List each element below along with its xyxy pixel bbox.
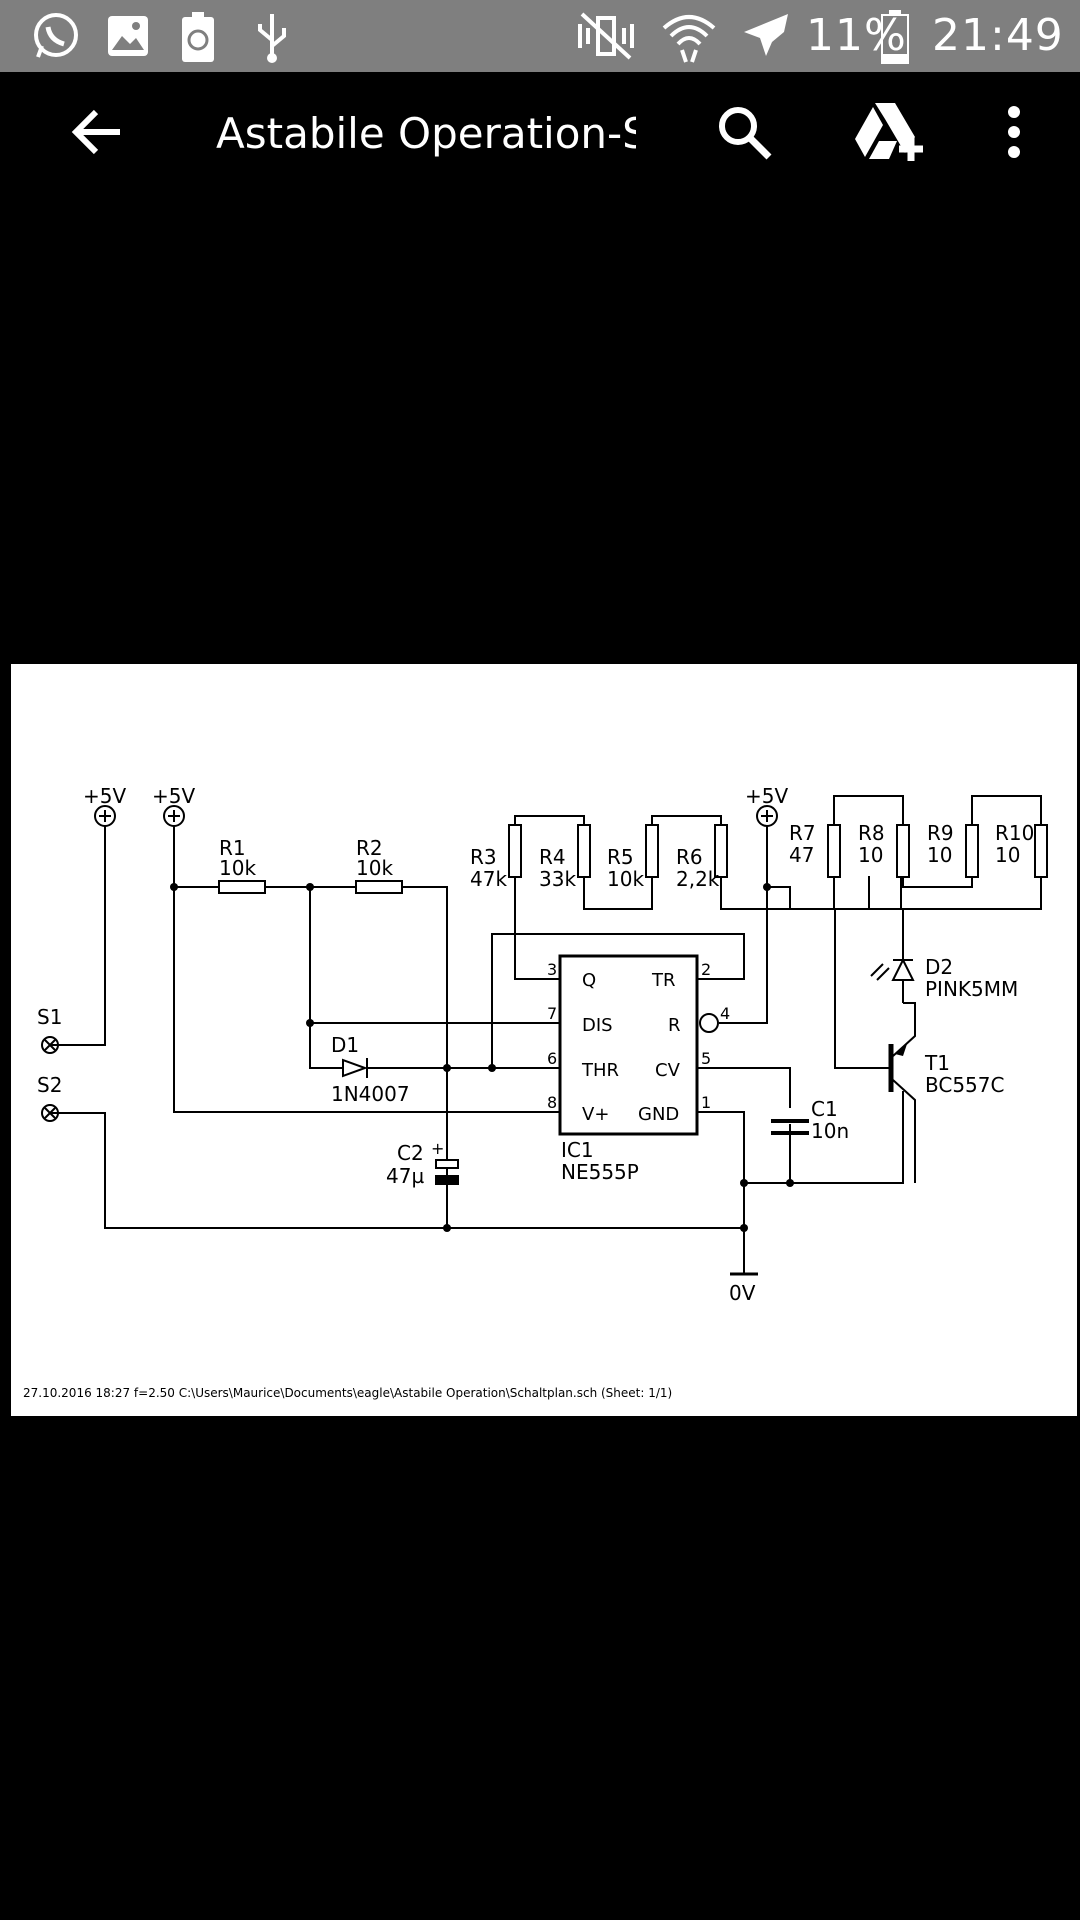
clock: 21:49 [932,10,1064,61]
c2-value: 47µ [386,1164,424,1188]
ic-pin-cv-name: CV [655,1060,681,1081]
r1-value: 10k [219,856,256,880]
r2-ref: R2 [356,836,383,860]
more-vert-icon [1004,104,1024,164]
ic-pin-vplus-num: 8 [547,1093,557,1112]
r10-ref: R10 [995,821,1034,845]
r8-value: 10 [858,843,883,867]
r2-value: 10k [356,856,393,880]
ic-pin-r-name: R [668,1015,681,1036]
power-label: +5V [83,784,126,808]
ic-pin-thr-num: 6 [547,1049,557,1068]
d1-value: 1N4007 [331,1082,410,1106]
c2-plus: + [431,1139,444,1158]
r5-value: 10k [607,867,644,891]
ic-pin-vplus-name: V+ [582,1104,609,1125]
ic-value: NE555P [561,1160,639,1184]
r6-value: 2,2k [676,867,720,891]
r3-ref: R3 [470,845,497,869]
d1-ref: D1 [331,1033,359,1057]
back-arrow-icon [68,104,124,164]
r8-ref: R8 [858,821,885,845]
ic-pin-cv-num: 5 [701,1049,711,1068]
switch-s2-label: S2 [37,1073,62,1097]
schematic-page[interactable]: +5V +5V +5V S1 S2 [11,664,1077,1416]
c1-ref: C1 [811,1097,838,1121]
r10-value: 10 [995,843,1020,867]
wifi-icon [660,10,718,68]
ic-pin-tr-name: TR [651,970,676,991]
status-bar: 11% 21:49 [0,0,1080,72]
power-label: +5V [152,784,195,808]
airplane-icon [740,10,792,66]
battery-icon [880,10,910,68]
ic-ref: IC1 [561,1138,594,1162]
drive-add-icon [853,101,923,167]
ic-pin-tr-num: 2 [701,960,711,979]
d2-ref: D2 [925,955,953,979]
usb-icon [252,10,292,68]
r1-ref: R1 [219,836,246,860]
ic-pin-r-num: 4 [720,1004,730,1023]
search-button[interactable] [704,94,784,174]
document-title: Astabile Operation-S… [216,109,636,158]
c2-ref: C2 [397,1141,424,1165]
ic-pin-thr-name: THR [581,1060,619,1081]
schematic-drawing: +5V +5V +5V S1 S2 [23,784,1048,1400]
ic-pin-q-name: Q [582,970,596,991]
t1-ref: T1 [924,1051,950,1075]
battery-percent: 11% [806,10,907,61]
r7-value: 47 [789,843,814,867]
ic-pin-gnd-name: GND [638,1104,679,1125]
battery-saver-icon [178,10,218,68]
sheet-footer: 27.10.2016 18:27 f=2.50 C:\Users\Maurice… [23,1386,672,1400]
r4-ref: R4 [539,845,566,869]
c1-value: 10n [811,1119,849,1143]
power-label: +5V [745,784,788,808]
r7-ref: R7 [789,821,816,845]
whatsapp-icon [30,10,82,66]
more-options-button[interactable] [974,94,1054,174]
ic-pin-dis-num: 7 [547,1004,557,1023]
d2-value: PINK5MM [925,977,1018,1001]
back-button[interactable] [56,94,136,174]
r5-ref: R5 [607,845,634,869]
ic-pin-gnd-num: 1 [701,1093,711,1112]
ground-label: 0V [729,1281,756,1305]
gallery-icon [104,10,152,66]
mute-vibrate-icon [572,10,642,66]
ic-pin-q-num: 3 [547,960,557,979]
app-toolbar: Astabile Operation-S… [0,72,1080,196]
r6-ref: R6 [676,845,703,869]
document-viewer[interactable]: +5V +5V +5V S1 S2 [0,196,1080,1920]
r4-value: 33k [539,867,576,891]
search-icon [715,103,773,165]
add-to-drive-button[interactable] [848,94,928,174]
switch-s1-label: S1 [37,1005,62,1029]
r9-ref: R9 [927,821,954,845]
t1-value: BC557C [925,1073,1004,1097]
r9-value: 10 [927,843,952,867]
r3-value: 47k [470,867,507,891]
ic-pin-dis-name: DIS [582,1015,613,1036]
